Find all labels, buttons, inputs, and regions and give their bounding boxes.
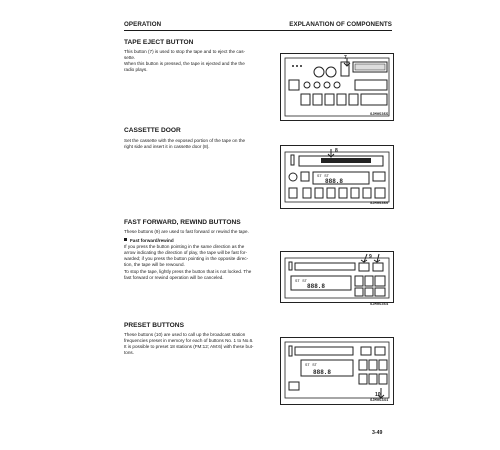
text-line: frequencies preset in memory for each of… — [124, 338, 254, 344]
text-line: tion, the tape will be rewound. — [124, 262, 185, 268]
text-line: arrow indicating the direction of play, … — [124, 250, 247, 256]
text-line: tons. — [124, 350, 134, 356]
figure-cassette-door: 8 ST ST 888.8 — [280, 145, 394, 209]
text-line: It is possible to preset 18 stations (FM… — [124, 344, 254, 350]
svg-text:ST ST: ST ST — [295, 280, 308, 284]
text-line: When this button is pressed, the tape is… — [124, 61, 245, 67]
svg-text:888.8: 888.8 — [313, 369, 331, 376]
page-header-right: EXPLANATION OF COMPONENTS — [289, 21, 392, 28]
section-body-cassette-door: Set the cassette with the exposed portio… — [124, 138, 276, 150]
section-body-fast-forward: These buttons (9) are used to fast forwa… — [124, 229, 276, 281]
bullet-title: Fast forward/rewind — [124, 238, 276, 244]
header-rule — [124, 30, 392, 31]
section-title-preset: PRESET BUTTONS — [124, 322, 184, 329]
page-number: 3-49 — [372, 430, 383, 436]
svg-text:888.8: 888.8 — [325, 178, 343, 185]
text-line: These buttons (9) are used to fast forwa… — [124, 229, 249, 234]
text-line: Set the cassette with the exposed portio… — [124, 138, 246, 143]
text-line: radio plays. — [124, 67, 148, 73]
text-line: If you press the button pointing in the … — [124, 244, 245, 250]
text-line: These buttons (10) are used to call up t… — [124, 332, 246, 337]
text-line: warded; if you press the button pointing… — [124, 256, 249, 262]
svg-text:888.8: 888.8 — [307, 283, 325, 290]
section-title-tape-eject: TAPE EJECT BUTTON — [124, 39, 194, 46]
text-line: right side and insert it in cassette doo… — [124, 144, 210, 150]
text-line: This button (7) is used to stop the tape… — [124, 49, 246, 54]
text-line: fast forward or rewind operation will be… — [124, 274, 224, 280]
svg-text:8: 8 — [335, 148, 338, 154]
svg-text:9: 9 — [369, 254, 372, 260]
section-body-tape-eject: This button (7) is used to stop the tape… — [124, 49, 276, 73]
section-title-fast-forward: FAST FORWARD, REWIND BUTTONS — [124, 219, 241, 226]
section-title-cassette-door: CASSETTE DOOR — [124, 127, 181, 134]
bullet-title-text: Fast forward/rewind — [130, 238, 174, 244]
figure-code: SJM05355 — [370, 113, 389, 117]
page-header-left: OPERATION — [124, 21, 162, 28]
text-line: sette. — [124, 55, 136, 61]
figure-code: SJM05341 — [370, 399, 389, 403]
figure-preset: ST ST 888.8 10 — [280, 337, 394, 405]
figure-tape-eject: 7 — [280, 53, 394, 121]
section-body-preset: These buttons (10) are used to call up t… — [124, 332, 276, 356]
figure-code: SJM05356 — [370, 202, 389, 206]
figure-code: SJM05364 — [370, 303, 389, 307]
text-line: To stop the tape, lightly press the butt… — [124, 268, 252, 274]
svg-text:10: 10 — [375, 392, 381, 398]
svg-text:7: 7 — [344, 55, 347, 61]
svg-text:ST ST: ST ST — [317, 175, 330, 179]
figure-fast-forward: 9 ST ST 888.8 — [280, 251, 394, 303]
svg-text:ST ST: ST ST — [305, 364, 318, 368]
bullet-icon — [124, 238, 127, 242]
